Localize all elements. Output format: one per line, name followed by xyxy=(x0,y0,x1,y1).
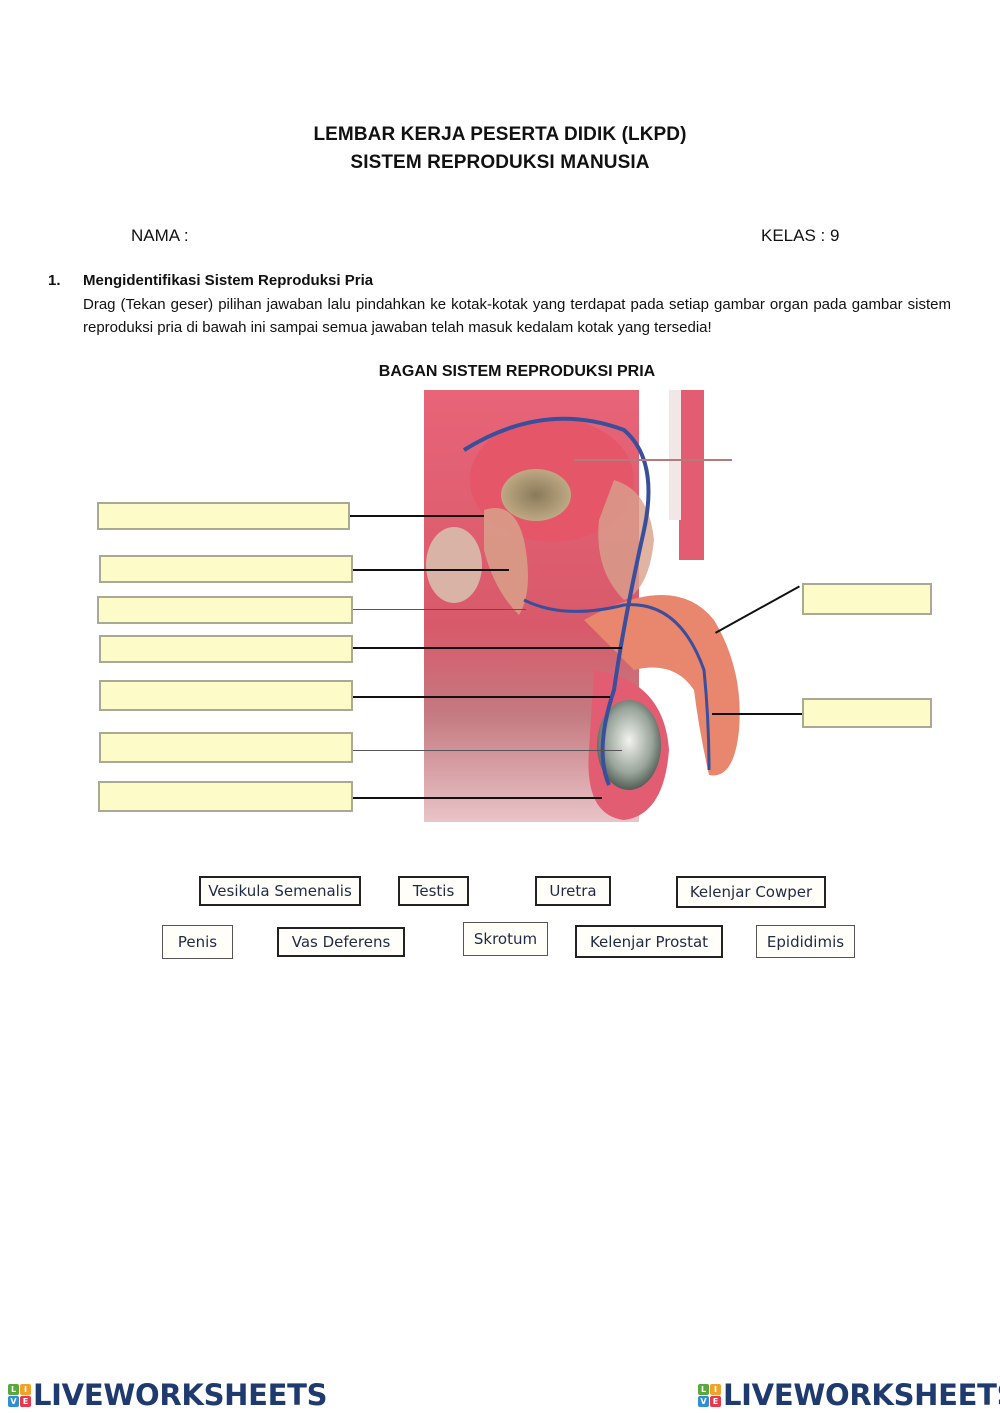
liveworksheets-logo-right: L I V E LIVEWORKSHEETS xyxy=(698,1378,1000,1412)
drop-box-left-5[interactable] xyxy=(99,680,353,711)
option-testis[interactable]: Testis xyxy=(398,876,469,906)
worksheet-title: LEMBAR KERJA PESERTA DIDIK (LKPD) xyxy=(313,124,687,145)
worksheet-subtitle: SISTEM REPRODUKSI MANUSIA xyxy=(350,152,650,173)
drop-box-left-2[interactable] xyxy=(99,555,353,583)
diagram-title: BAGAN SISTEM REPRODUKSI PRIA xyxy=(378,363,656,380)
brand-name: LIVEWORKSHEETS xyxy=(33,1378,328,1412)
leader-line-3 xyxy=(352,609,526,610)
class-label: KELAS : 9 xyxy=(761,226,840,245)
live-blocks-icon: L I V E xyxy=(698,1383,721,1407)
leader-line-2 xyxy=(352,569,509,571)
question-instructions: Drag (Tekan geser) pilihan jawaban lalu … xyxy=(83,296,951,336)
liveworksheets-logo-left: L I V E LIVEWORKSHEETS xyxy=(8,1378,328,1412)
option-uretra[interactable]: Uretra xyxy=(535,876,611,906)
leader-line-right-2 xyxy=(712,713,804,715)
question-number: 1. xyxy=(48,272,61,289)
male-reproductive-diagram-image xyxy=(424,390,740,822)
leader-line-5 xyxy=(352,696,610,698)
live-blocks-icon: L I V E xyxy=(8,1383,31,1407)
option-vas-deferens[interactable]: Vas Deferens xyxy=(277,927,405,957)
option-vesikula-semenalis[interactable]: Vesikula Semenalis xyxy=(199,876,361,906)
option-penis[interactable]: Penis xyxy=(162,925,233,959)
drop-box-left-6[interactable] xyxy=(99,732,353,763)
leader-line-7 xyxy=(352,797,602,799)
drop-box-left-1[interactable] xyxy=(97,502,350,530)
name-label: NAMA : xyxy=(131,226,189,245)
leader-line-4 xyxy=(352,647,622,649)
leader-line-1 xyxy=(349,515,484,517)
option-kelenjar-cowper[interactable]: Kelenjar Cowper xyxy=(676,876,826,908)
question-title: Mengidentifikasi Sistem Reproduksi Pria xyxy=(83,272,374,289)
option-epididimis[interactable]: Epididimis xyxy=(756,925,855,958)
drop-box-left-7[interactable] xyxy=(98,781,353,812)
option-kelenjar-prostat[interactable]: Kelenjar Prostat xyxy=(575,925,723,958)
option-skrotum[interactable]: Skrotum xyxy=(463,922,548,956)
drop-box-left-3[interactable] xyxy=(97,596,353,624)
drop-box-right-1[interactable] xyxy=(802,583,932,615)
drop-box-right-2[interactable] xyxy=(802,698,932,728)
leader-line-6 xyxy=(352,750,622,751)
brand-name: LIVEWORKSHEETS xyxy=(723,1378,1000,1412)
drop-box-left-4[interactable] xyxy=(99,635,353,663)
anatomy-illustration xyxy=(424,390,744,822)
